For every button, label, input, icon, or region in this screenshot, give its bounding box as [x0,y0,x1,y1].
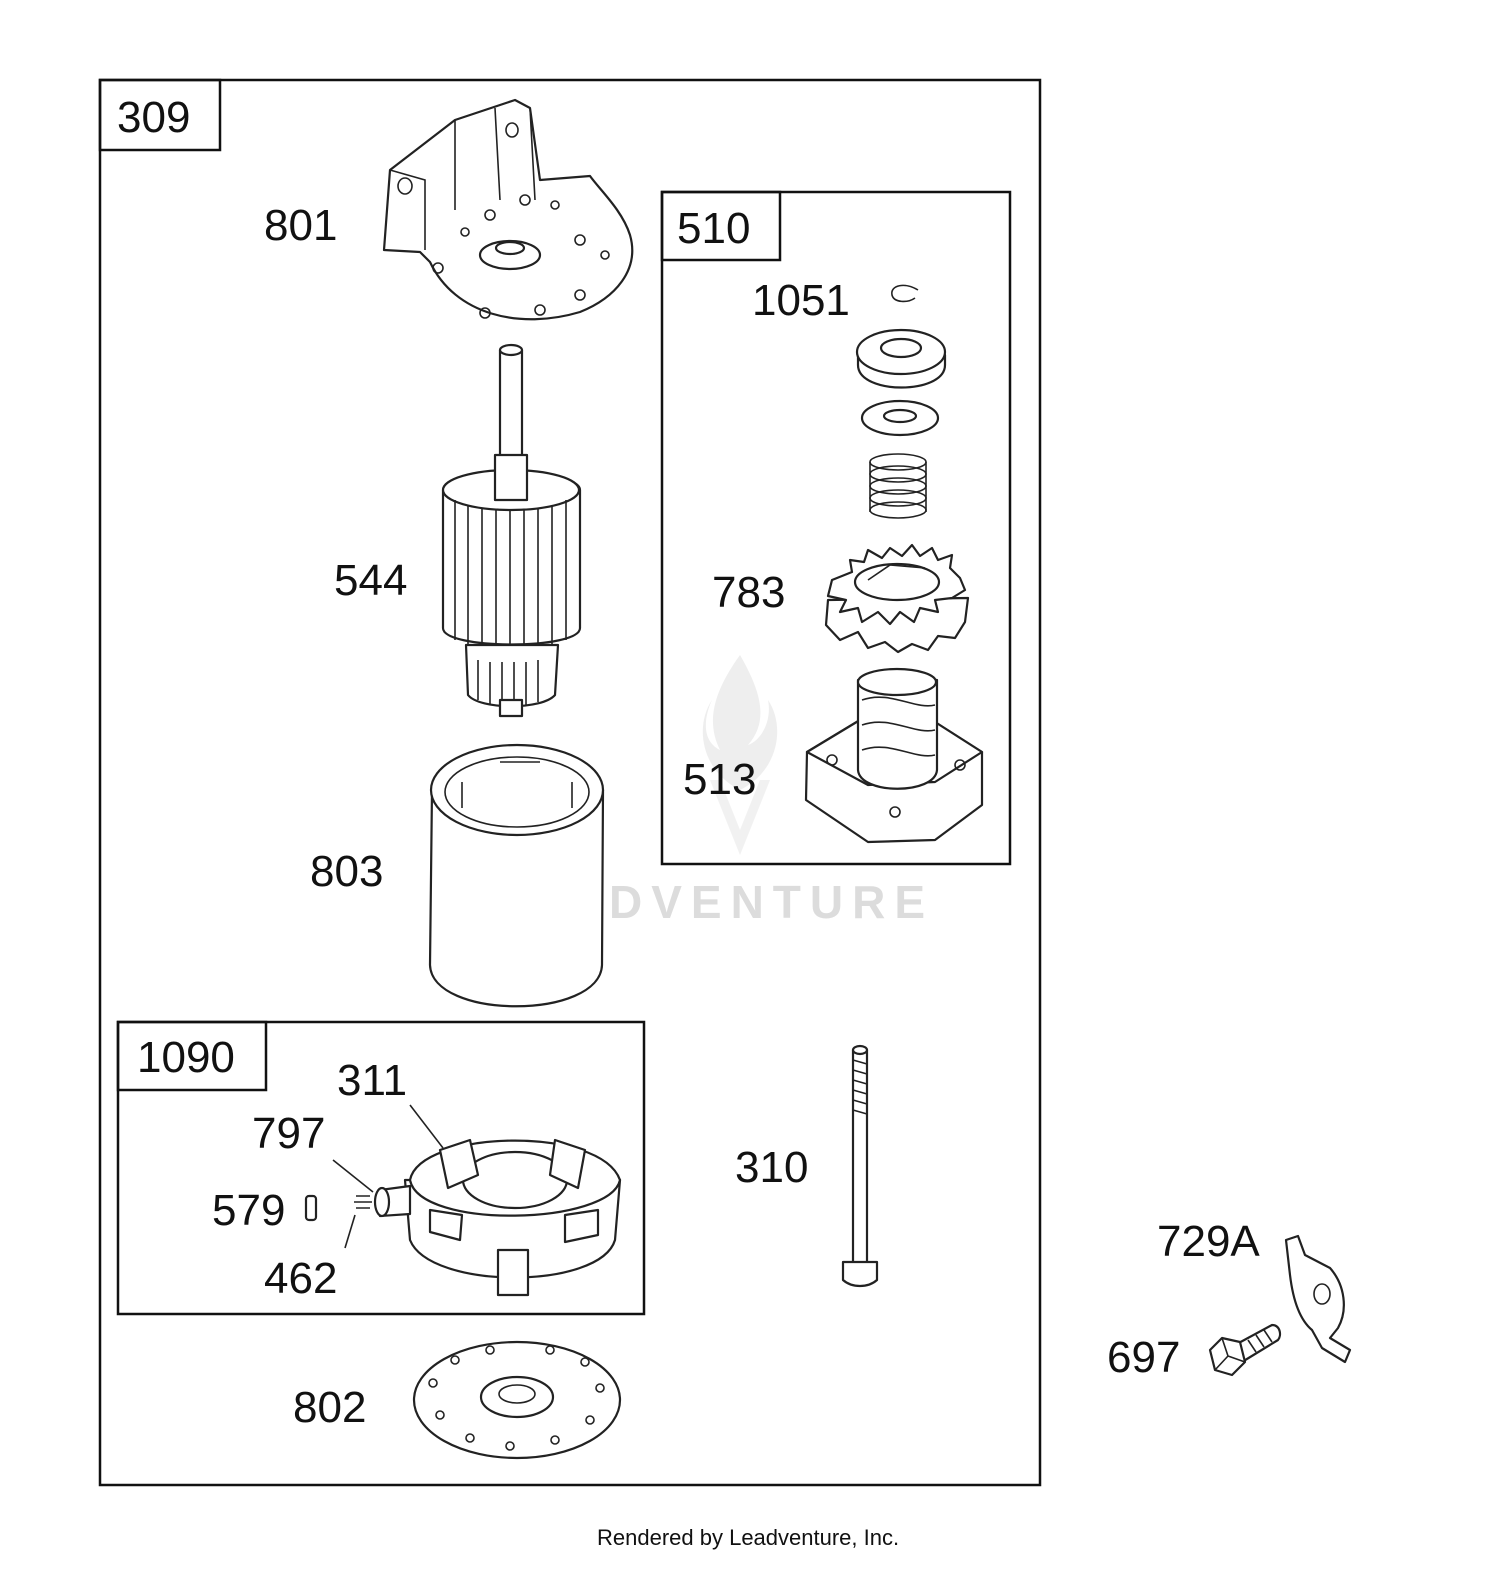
brush-assembly-frame [116,1020,646,1316]
drive-washer-drawing [860,399,940,437]
label-544: 544 [334,556,407,605]
label-462: 462 [264,1254,337,1303]
label-513: 513 [683,755,756,804]
part-801-drawing [382,98,634,321]
part-1051-drawing [891,284,919,303]
main-assembly-label-box [98,78,222,152]
label-697: 697 [1107,1333,1180,1382]
part-513-drawing [804,667,984,844]
part-783-drawing [824,543,970,654]
part-803-drawing [428,743,605,1008]
brush-assembly-label: 1090 [137,1033,235,1082]
label-310: 310 [735,1143,808,1192]
part-697-drawing [1208,1323,1282,1377]
label-311: 311 [337,1056,407,1105]
part-802-drawing [412,1340,622,1460]
main-assembly-label: 309 [117,93,190,142]
label-783: 783 [712,568,785,617]
label-729a: 729A [1157,1217,1260,1266]
label-802: 802 [293,1383,366,1432]
watermark-logo [702,655,778,855]
drive-assembly-label-box [660,190,782,262]
drive-spring-drawing [869,453,927,519]
part-310-drawing [841,1044,879,1288]
part-544-drawing [441,343,582,718]
drive-cap-drawing [855,328,947,389]
label-579: 579 [212,1186,285,1235]
part-729a-drawing [1284,1234,1352,1364]
main-assembly-frame [98,78,1042,1487]
brush-assembly-label-box [116,1020,268,1092]
part-1090-drawing [304,1104,622,1297]
label-801: 801 [264,201,337,250]
label-797: 797 [252,1109,325,1158]
label-1051: 1051 [752,276,850,325]
label-803: 803 [310,847,383,896]
drive-assembly-frame [660,190,1012,866]
footer-credit: Rendered by Leadventure, Inc. [597,1525,899,1550]
drive-assembly-label: 510 [677,204,750,253]
